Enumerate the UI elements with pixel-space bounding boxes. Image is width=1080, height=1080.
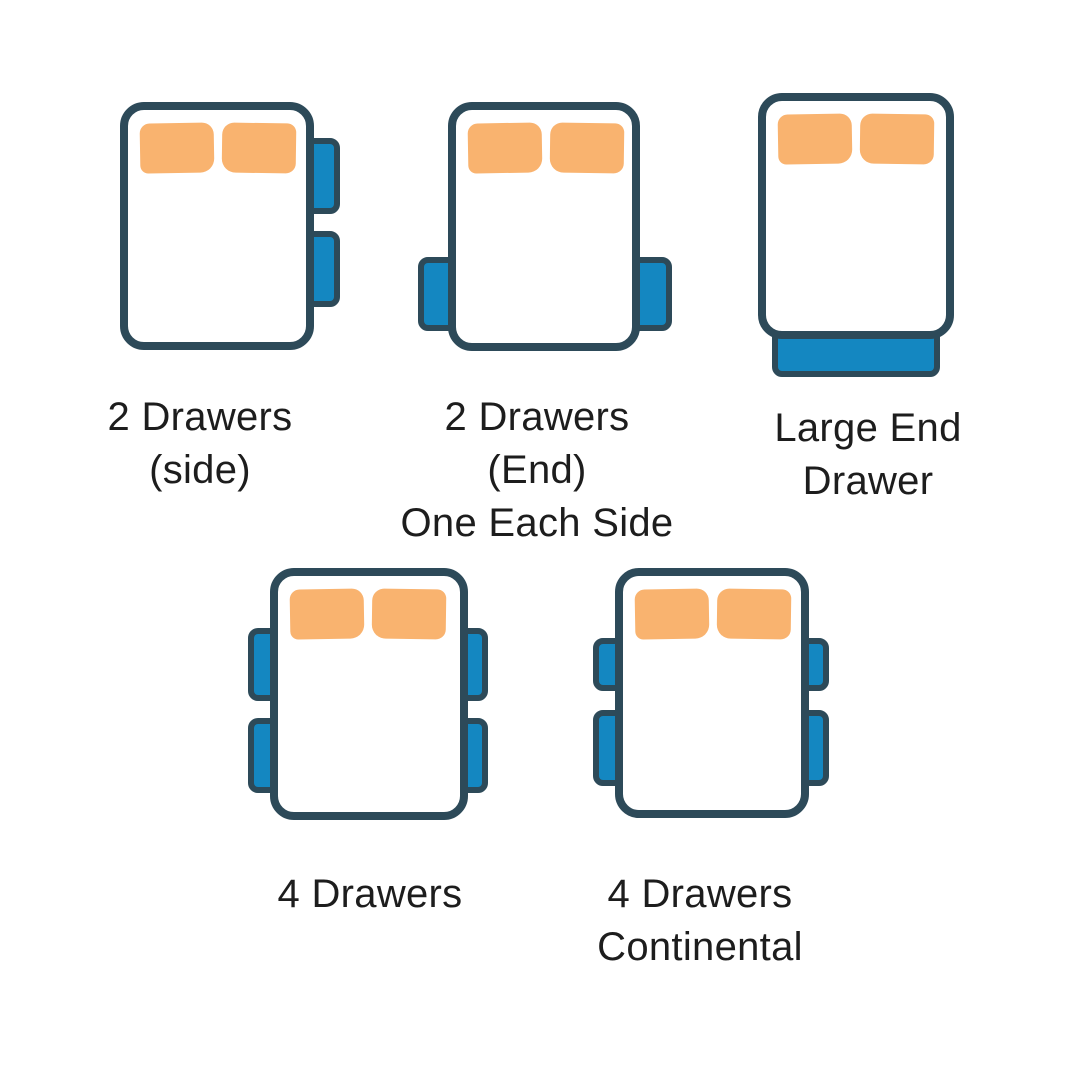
- diagram-label: 4 Drawers: [240, 868, 500, 921]
- pillow-right-icon: [221, 122, 297, 174]
- pillow-left-icon: [467, 122, 543, 174]
- bed-icon: [758, 93, 954, 339]
- diagram-label-line1: 2 Drawers (End): [444, 395, 630, 492]
- pillow-left-icon: [777, 113, 853, 165]
- diagram-label-line2: (side): [149, 448, 251, 492]
- diagram-label-line1: 4 Drawers: [607, 872, 793, 916]
- diagram-label-line1: 2 Drawers: [107, 395, 293, 439]
- pillow-left-icon: [139, 122, 215, 174]
- bed-icon: [615, 568, 809, 818]
- diagram-label-line2: Drawer: [802, 459, 934, 503]
- pillow-left-icon: [634, 588, 710, 640]
- bed-icon: [270, 568, 468, 820]
- diagram-label-line2: Continental: [597, 925, 803, 969]
- bed-icon: [448, 102, 640, 351]
- diagram-4-drawers: 4 Drawers: [240, 560, 500, 980]
- diagram-label: 2 Drawers (End) One Each Side: [397, 391, 677, 550]
- diagram-4-drawers-continental: 4 Drawers Continental: [585, 560, 845, 980]
- diagram-label-line1: 4 Drawers: [277, 872, 463, 916]
- diagram-label: 4 Drawers Continental: [570, 868, 830, 974]
- pillow-left-icon: [289, 588, 365, 640]
- diagram-label-line1: Large End: [774, 406, 962, 450]
- pillow-right-icon: [859, 113, 935, 165]
- pillow-right-icon: [371, 588, 447, 640]
- pillow-right-icon: [716, 588, 792, 640]
- diagram-2-drawers-end-one-each-side: 2 Drawers (End) One Each Side: [401, 95, 690, 545]
- diagram-large-end-drawer: Large End Drawer: [745, 85, 975, 503]
- diagram-label-line2: One Each Side: [400, 501, 674, 545]
- diagram-label: 2 Drawers (side): [60, 391, 340, 497]
- diagram-2-drawers-side: 2 Drawers (side): [85, 95, 365, 495]
- diagram-label: Large End Drawer: [753, 402, 983, 508]
- bed-icon: [120, 102, 314, 350]
- pillow-right-icon: [549, 122, 625, 174]
